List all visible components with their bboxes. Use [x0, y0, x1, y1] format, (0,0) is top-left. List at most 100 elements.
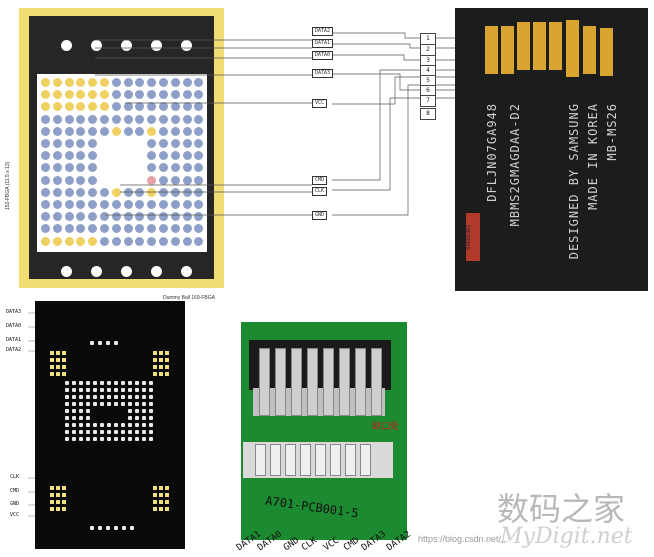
chip-ball [93, 430, 97, 434]
bga-ball [52, 163, 62, 173]
chip-ball [159, 351, 163, 355]
bga-ball [88, 224, 98, 234]
chip-ball [159, 358, 163, 362]
card-pin-3 [517, 22, 530, 70]
card-pin-8 [600, 28, 613, 76]
bga-ball [88, 200, 98, 209]
bga-ball [147, 224, 157, 234]
bottom-label-data2: DATA2 [6, 347, 22, 353]
bga-ball [88, 175, 98, 185]
bga-ball [41, 114, 50, 124]
signal-label-gnd: GND [312, 211, 328, 220]
chip-ball [159, 507, 163, 511]
bga-ball [147, 78, 157, 87]
bga-ball-area [37, 74, 207, 252]
bga-ball [88, 139, 98, 148]
bga-ball [135, 200, 145, 209]
bga-ball [76, 163, 86, 173]
bga-ball [182, 175, 192, 185]
bga-ball [64, 126, 74, 136]
dummy-ball [121, 40, 132, 51]
chip-ball [153, 493, 157, 497]
solder-pad [270, 444, 281, 476]
chip-ball [56, 507, 60, 511]
chip-ball [86, 388, 90, 392]
bga-ball [100, 212, 109, 222]
chip-ball [121, 395, 125, 399]
chip-ball [149, 402, 153, 406]
chip-ball [62, 486, 66, 490]
chip-ball [159, 493, 163, 497]
dummy-ball [151, 40, 162, 51]
solder-pad [285, 444, 296, 476]
bga-ball [100, 236, 109, 246]
chip-ball [149, 409, 153, 413]
bga-ball [159, 175, 168, 185]
chip-ball [135, 409, 139, 413]
bga-ball [64, 236, 74, 246]
chip-ball [93, 388, 97, 392]
bga-ball [100, 126, 109, 136]
chip-ball [98, 341, 102, 345]
chip-ball [114, 381, 118, 385]
signal-label-data3: DATA3 [312, 69, 334, 78]
bga-ball [88, 126, 98, 136]
chip-ball [72, 402, 76, 406]
bga-ball [52, 102, 62, 112]
bga-ball [135, 78, 145, 87]
chip-ball [72, 395, 76, 399]
card-pin-5 [549, 22, 562, 70]
bga-ball [194, 175, 204, 185]
bga-ball [64, 175, 74, 185]
chip-ball [79, 388, 83, 392]
bga-ball [170, 236, 180, 246]
chip-ball [165, 365, 169, 369]
chip-ball [153, 351, 157, 355]
chip-ball [128, 395, 132, 399]
bottom-label-clk: CLK [10, 474, 20, 480]
bga-ball [76, 200, 86, 209]
chip-ball [159, 486, 163, 490]
bga-ball [111, 236, 121, 246]
dummy-ball [61, 266, 72, 277]
chip-ball [65, 395, 69, 399]
bga-ball [170, 102, 180, 112]
bga-ball [194, 90, 204, 100]
chip-ball [153, 358, 157, 362]
chip-ball [142, 402, 146, 406]
bga-ball [123, 78, 133, 87]
bga-ball [41, 139, 50, 148]
card-text-origin: MADE IN KOREA [586, 103, 600, 210]
bga-ball [182, 200, 192, 209]
bga-ball [182, 114, 192, 124]
chip-ball [114, 395, 118, 399]
bga-ball [100, 90, 109, 100]
bga-ball [159, 200, 168, 209]
bga-ball [76, 212, 86, 222]
bga-ball [147, 90, 157, 100]
bga-ball [52, 200, 62, 209]
watermark-english: MyDigit.net [500, 524, 633, 549]
chip-ball [153, 500, 157, 504]
bga-ball [194, 78, 204, 87]
bga-ball [76, 187, 86, 197]
bga-ball [64, 224, 74, 234]
chip-ball [165, 351, 169, 355]
chip-ball [128, 388, 132, 392]
bga-ball [170, 90, 180, 100]
bga-ball [41, 212, 50, 222]
signal-label-vcc: VCC [312, 99, 328, 108]
bga-ball [147, 126, 157, 136]
bga-ball [194, 126, 204, 136]
chip-ball [100, 395, 104, 399]
bga-ball [194, 236, 204, 246]
signal-label-data0: DATA0 [312, 51, 334, 60]
solder-pad [330, 444, 341, 476]
bga-chip-photo [35, 301, 185, 549]
bottom-label-gnd: GND [10, 501, 20, 507]
bga-ball [147, 175, 157, 185]
bga-ball [111, 90, 121, 100]
chip-ball [62, 500, 66, 504]
bga-ball [147, 151, 157, 161]
bga-ball [170, 175, 180, 185]
